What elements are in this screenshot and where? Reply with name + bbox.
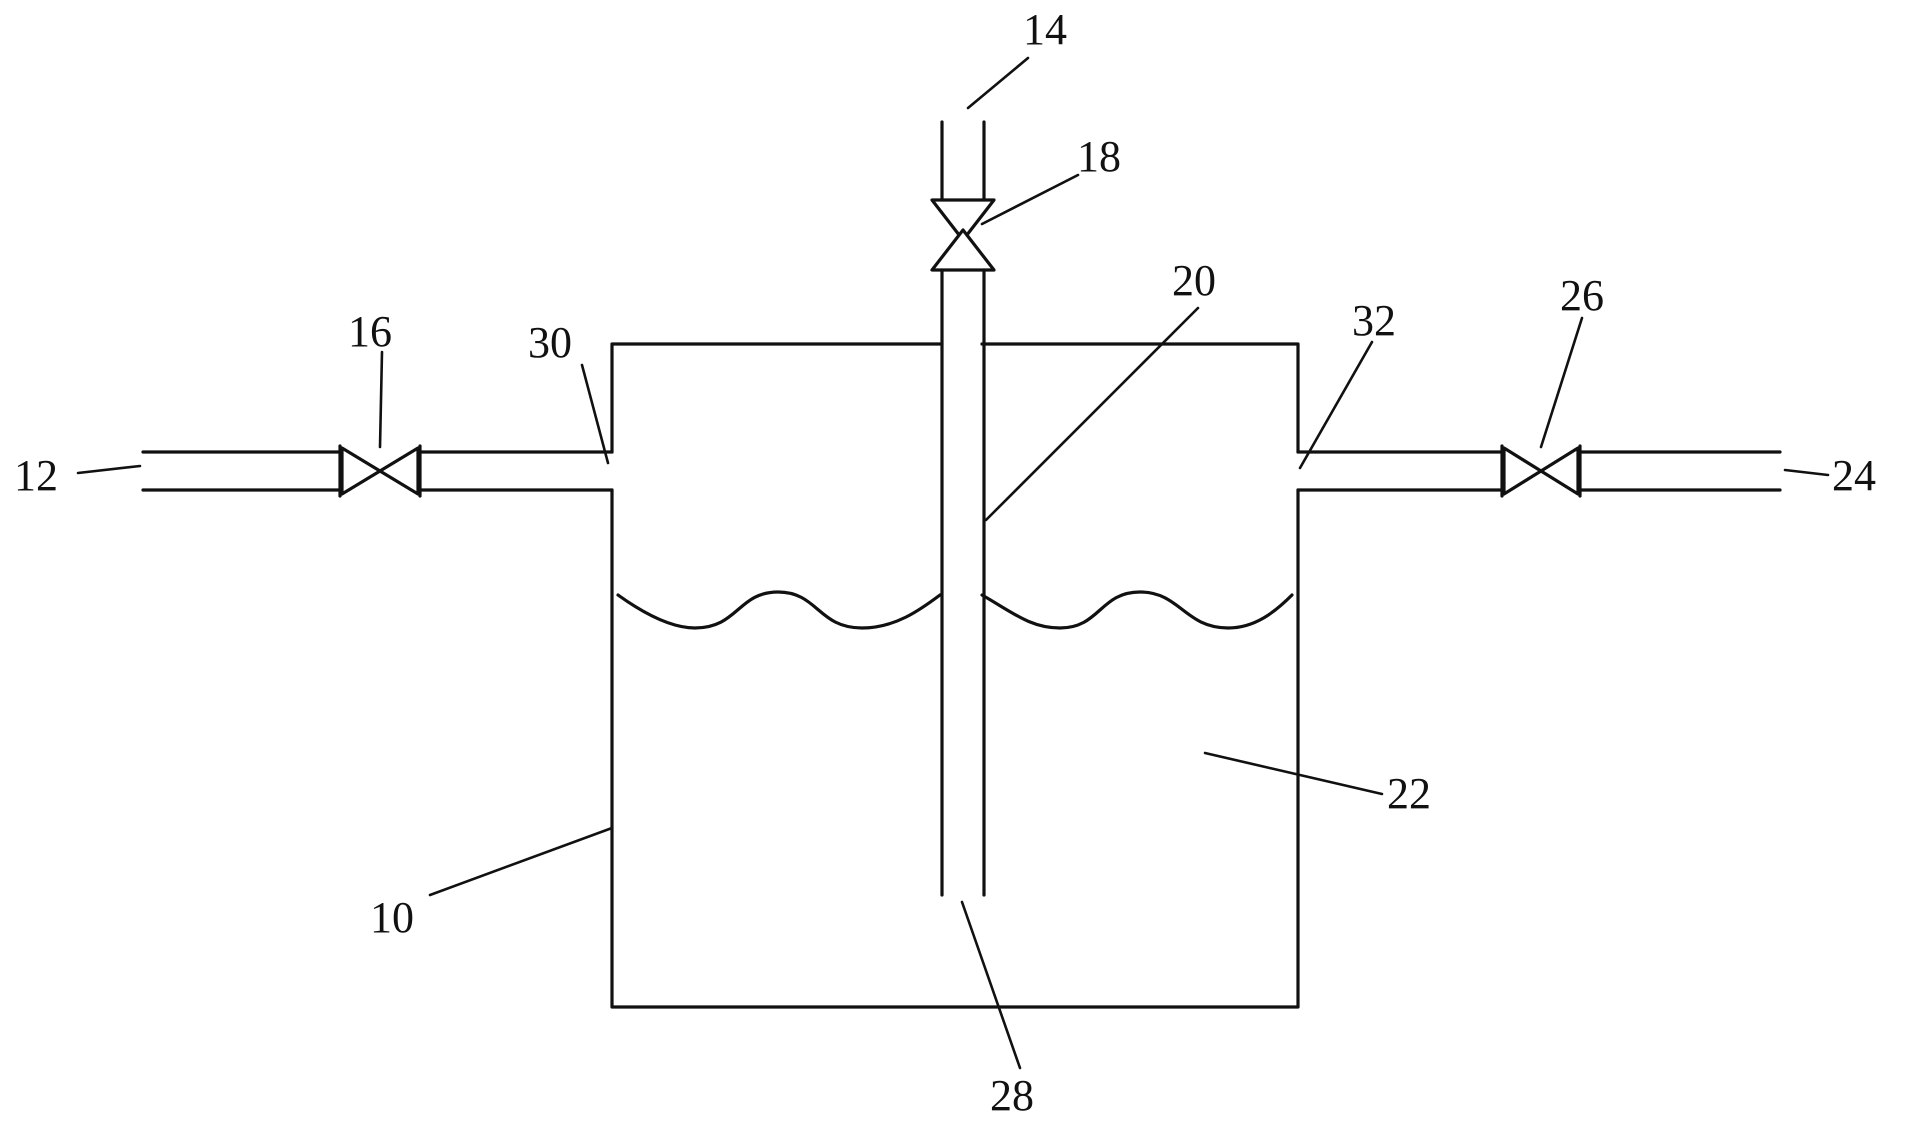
outlet-valve [1502,446,1580,496]
label-28: 28 [990,1071,1034,1120]
reference-labels: 12 16 30 14 18 20 32 26 24 22 10 28 [14,5,1876,1120]
vessel [612,344,1298,1007]
label-30: 30 [528,318,572,367]
label-12: 12 [14,451,58,500]
leader-20 [986,308,1198,520]
label-14: 14 [1023,5,1067,54]
label-18: 18 [1077,132,1121,181]
leader-10 [430,828,612,895]
leader-12 [78,466,140,473]
top-valve [932,200,994,270]
label-16: 16 [348,307,392,356]
liquid-surface [618,592,1292,628]
leader-32 [1300,342,1372,468]
leader-28 [962,902,1020,1068]
label-32: 32 [1352,296,1396,345]
leader-16 [380,352,382,447]
leader-14 [968,58,1028,108]
label-10: 10 [370,893,414,942]
inlet-valve [340,446,420,496]
label-22: 22 [1387,769,1431,818]
label-26: 26 [1560,271,1604,320]
dip-tube [942,270,984,895]
top-inlet-pipe [942,122,984,200]
leader-18 [982,175,1078,224]
leader-30 [582,365,608,463]
leader-24 [1785,470,1828,475]
leader-26 [1541,318,1582,447]
label-24: 24 [1832,451,1876,500]
label-20: 20 [1172,256,1216,305]
leader-22 [1205,753,1382,794]
